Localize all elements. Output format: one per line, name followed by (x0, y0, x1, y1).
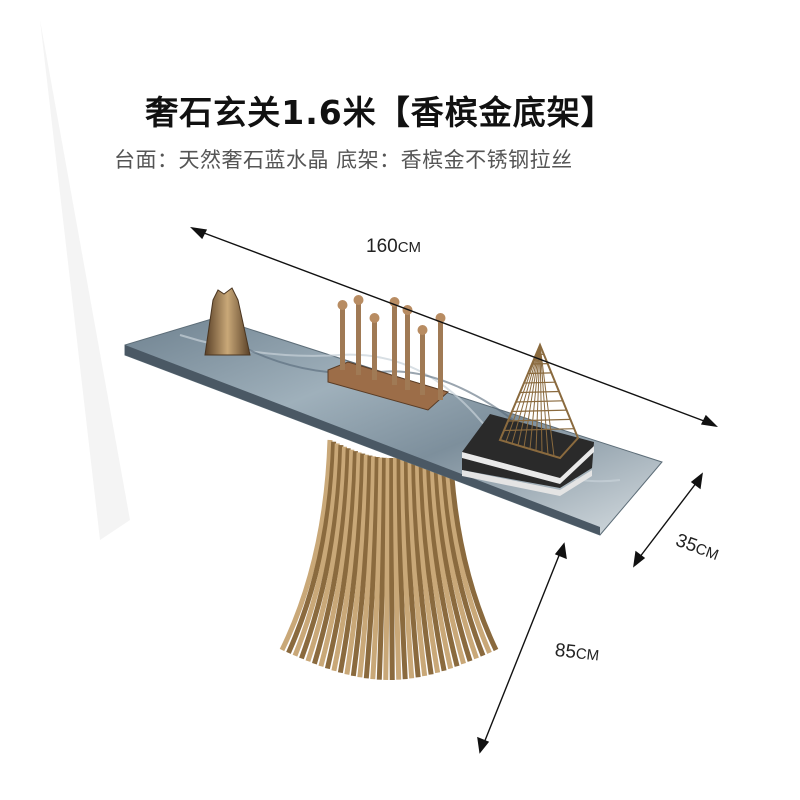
pedestal-rib (324, 451, 358, 670)
sculpture-figure (356, 300, 361, 375)
pyramid-lattice-line (519, 390, 560, 394)
height-value: 85 (553, 640, 578, 664)
pedestal-rib (337, 453, 366, 674)
pyramid-lattice-line (529, 344, 541, 450)
pedestal-rib (350, 455, 373, 677)
pyramid-decoration (498, 342, 580, 460)
sculpture-figure (392, 302, 397, 385)
pedestal-rib (400, 457, 415, 679)
pedestal-rib (422, 451, 454, 670)
sculpture-figure (438, 318, 443, 400)
pedestal-rib (318, 449, 355, 667)
sculpture-figure (420, 330, 425, 395)
sculpture-figure-head (369, 313, 380, 323)
pyramid-lattice-line (511, 409, 567, 413)
pedestal-rib (383, 457, 391, 681)
width-dimension-label: 160CM (366, 236, 421, 258)
pyramid-lattice (503, 344, 575, 457)
height-arrow (477, 542, 567, 754)
pyramid-lattice-line (539, 344, 543, 453)
pyramid-lattice-line (503, 428, 575, 432)
pyramid-lattice-line (535, 344, 541, 451)
pyramid-lattice-line (517, 344, 541, 446)
height-unit: CM (574, 645, 600, 665)
book-stack (462, 446, 594, 484)
book-stack (462, 414, 594, 488)
sculpture-figure-head (389, 297, 400, 307)
product-subtitle: 台面：天然奢石蓝水晶 底架：香槟金不锈钢拉丝 (114, 148, 573, 172)
pyramid-lattice-line (539, 344, 549, 455)
pedestal-rib (396, 457, 408, 680)
pedestal-rib (389, 457, 395, 680)
pyramid-lattice-line (511, 344, 541, 444)
height-dimension-label: 85CM (554, 640, 601, 667)
pedestal-rib (344, 454, 369, 675)
pedestal-rib (292, 443, 340, 657)
depth-arrow (633, 472, 703, 568)
width-arrow (190, 227, 718, 427)
sculpture-figure (340, 305, 345, 370)
pedestal-rib (432, 446, 473, 662)
pedestal-rib (279, 439, 333, 652)
pedestal-rib (357, 456, 377, 678)
pedestal-rib (305, 446, 348, 662)
wall-shadow (40, 20, 130, 540)
pyramid-lattice-line (505, 344, 541, 442)
pedestal-base (279, 439, 499, 681)
sculpture-figure-head (337, 300, 348, 310)
pedestal-rib (425, 449, 460, 667)
pedestal-rib (376, 457, 388, 680)
pedestal-rib (418, 452, 447, 672)
pedestal-rib (429, 448, 466, 665)
pedestal-rib (370, 457, 384, 680)
width-value: 160 (366, 236, 398, 257)
sculpture-figure-head (353, 295, 364, 305)
pedestal-rib (414, 453, 441, 674)
pedestal-rib (286, 441, 337, 654)
sculpture-figure (372, 318, 377, 380)
sculpture-figure-head (417, 325, 428, 335)
pedestal-rib (411, 454, 434, 675)
product-title: 奢石玄关1.6米【香槟金底架】 (145, 93, 615, 132)
pyramid-lattice-line (507, 418, 571, 422)
chess-sculpture (337, 295, 446, 400)
tabletop-edge (125, 345, 600, 535)
vase-decoration (204, 287, 251, 356)
pyramid-lattice-line (523, 381, 556, 384)
pyramid-lattice-line (527, 372, 552, 375)
pyramid-lattice-line (539, 344, 555, 457)
pedestal-rib (407, 455, 428, 677)
sculpture-figure (405, 310, 410, 390)
pedestal-rib (331, 452, 362, 672)
pedestal-rib (363, 456, 380, 679)
pyramid-lattice-line (515, 400, 563, 403)
pedestal-rib (312, 448, 351, 665)
pedestal-rib (299, 444, 344, 660)
pedestal-rib (403, 456, 421, 678)
width-unit: CM (397, 239, 422, 256)
pedestal-rib (392, 457, 402, 680)
